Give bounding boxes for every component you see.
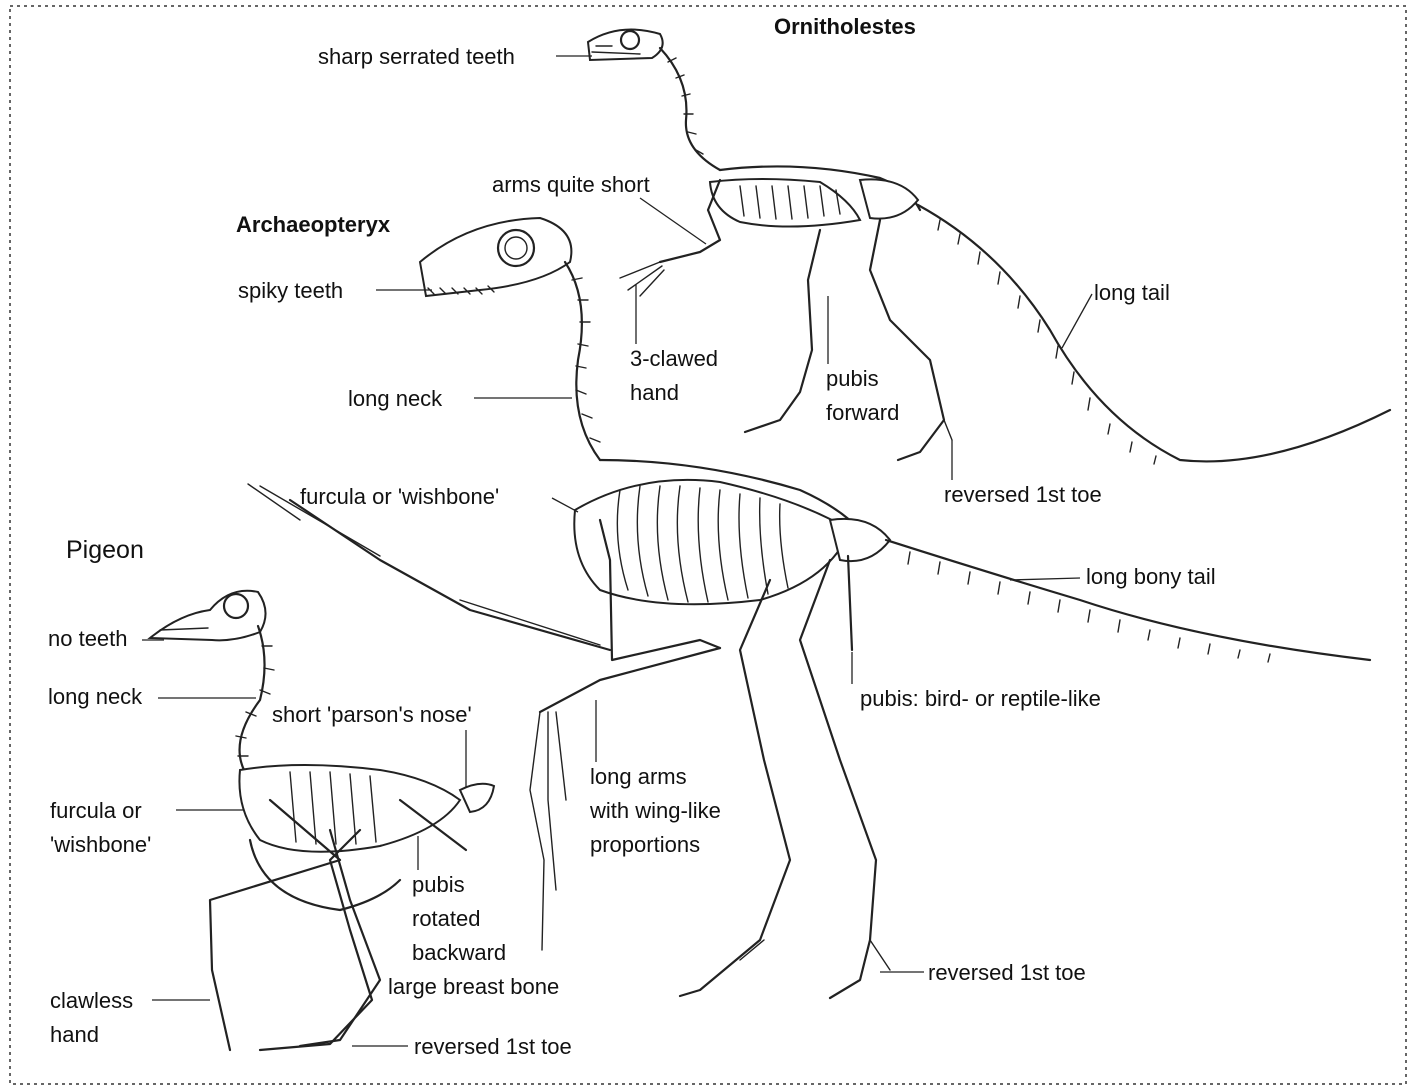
archaeopteryx-neck [565,262,600,460]
label-reversed-1st-toe-archaeopteryx: reversed 1st toe [928,960,1086,985]
label-3-clawed-hand-line2: hand [630,380,679,405]
label-parsons-nose: short 'parson's nose' [272,702,472,727]
label-furcula-archaeopteryx: furcula or 'wishbone' [300,484,499,509]
ornitholestes-neck [660,48,720,170]
label-reversed-1st-toe-pigeon: reversed 1st toe [414,1034,572,1059]
label-pubis-forward-line2: forward [826,400,899,425]
label-clawless-hand-line1: clawless [50,988,133,1013]
label-long-bony-tail: long bony tail [1086,564,1216,589]
archaeopteryx-hip [830,519,890,561]
title-pigeon: Pigeon [66,536,144,564]
archaeopteryx-wing [290,500,610,650]
archaeopteryx-leg-right [800,560,876,998]
leader-furcula-archaeopteryx [552,498,578,512]
pigeon-leg-right [260,830,372,1050]
ornitholestes-skeleton [588,30,1390,465]
label-long-neck-archaeopteryx: long neck [348,386,443,411]
label-pubis-forward-line1: pubis [826,366,879,391]
label-long-arms-line2: with wing-like [589,798,721,823]
label-furcula-pigeon-line1: furcula or [50,798,142,823]
archaeopteryx-pubis [848,556,852,650]
archaeopteryx-skull [420,218,571,296]
label-pubis-bird-reptile: pubis: bird- or reptile-like [860,686,1101,711]
label-sharp-serrated-teeth: sharp serrated teeth [318,44,515,69]
label-no-teeth: no teeth [48,626,128,651]
pigeon-leg-left [300,830,380,1046]
leader-long-bony-tail [1010,578,1080,580]
label-long-arms-line3: proportions [590,832,700,857]
label-pubis-rotated-line2: rotated [412,906,481,931]
ornitholestes-leg-left [745,230,820,432]
pigeon-parsons-nose [460,784,494,812]
leader-long-tail [1062,294,1092,348]
archaeopteryx-forearm [540,648,720,712]
archaeopteryx-tail [886,540,1370,660]
leader-arms-quite-short [640,198,706,244]
label-large-breast-bone: large breast bone [388,974,559,999]
label-3-clawed-hand-line1: 3-clawed [630,346,718,371]
pigeon-skull [150,591,266,641]
label-long-neck-pigeon: long neck [48,684,143,709]
title-ornitholestes: Ornitholestes [774,14,916,39]
label-long-arms-line1: long arms [590,764,687,789]
label-pubis-rotated-line1: pubis [412,872,465,897]
ornitholestes-skull [588,30,663,61]
ornitholestes-hip [860,179,918,218]
label-clawless-hand-line2: hand [50,1022,99,1047]
label-pubis-rotated-line3: backward [412,940,506,965]
archaeopteryx-ribcage [574,480,850,604]
ornitholestes-tail [918,205,1390,461]
label-arms-quite-short: arms quite short [492,172,650,197]
label-furcula-pigeon-line2: 'wishbone' [50,832,151,857]
archaeopteryx-leg-left [680,580,790,996]
label-long-tail: long tail [1094,280,1170,305]
title-archaeopteryx: Archaeopteryx [236,212,391,237]
label-spiky-teeth: spiky teeth [238,278,343,303]
label-reversed-1st-toe-ornitholestes: reversed 1st toe [944,482,1102,507]
